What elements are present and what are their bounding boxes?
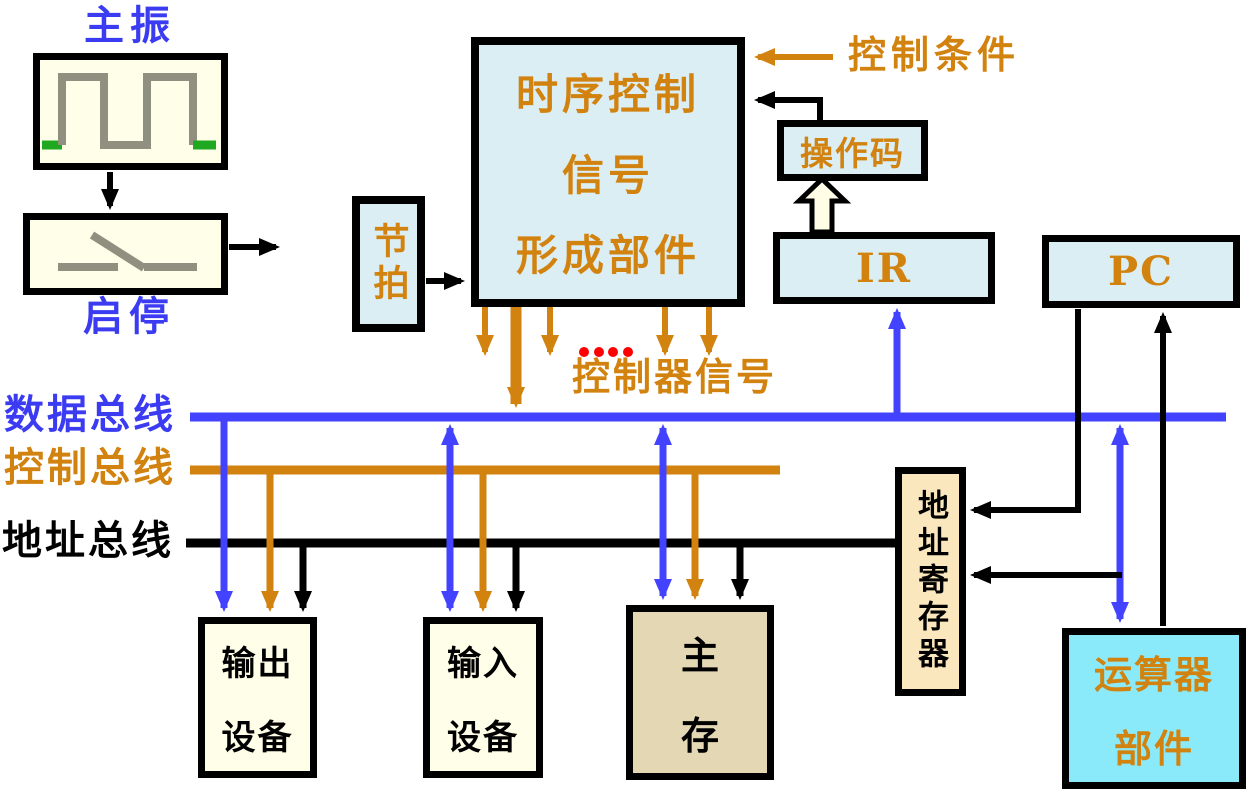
input-device-box: 输入 设备 [423, 617, 543, 778]
alu-line2: 部件 [1113, 725, 1194, 771]
timing-line1: 时序控制 [515, 70, 700, 119]
clock-waveform-icon [42, 73, 216, 150]
address-register-label: 地址寄存器 [912, 489, 948, 674]
start-stop-box [23, 213, 228, 295]
output-device-line1: 输出 [221, 644, 294, 685]
timing-control-box: 时序控制 信号 形成部件 [471, 37, 745, 307]
pc-box: PC [1042, 235, 1240, 308]
address-register-box: 地址寄存器 [895, 467, 966, 696]
input-device-line2: 设备 [447, 717, 519, 758]
switch-icon [58, 231, 197, 272]
output-device-box: 输出 设备 [198, 617, 317, 778]
timing-line2: 信号 [561, 150, 654, 200]
ir-label: IR [856, 244, 912, 292]
main-memory-line2: 存 [680, 713, 719, 759]
alu-line1: 运算器 [1093, 652, 1214, 698]
pc-label: PC [1108, 248, 1174, 295]
beat-box: 节拍 [352, 196, 425, 332]
beat-label: 节拍 [367, 222, 410, 306]
control-condition-label: 控制条件 [848, 32, 1021, 77]
controller-signal-label: 控制器信号 [572, 354, 778, 399]
control-bus-label: 控制总线 [4, 444, 176, 491]
address-bus-label: 地址总线 [2, 517, 174, 564]
pc-to-areg-arrow [970, 309, 1081, 519]
main-memory-line1: 主 [680, 632, 719, 678]
data-bus-label: 数据总线 [4, 391, 176, 438]
main-memory-box: 主 存 [626, 605, 774, 780]
oscillator-label: 主振 [84, 2, 176, 49]
start-stop-label: 启停 [83, 293, 175, 340]
opcode-to-timing-arrow [754, 91, 823, 122]
output-device-line2: 设备 [221, 717, 294, 758]
opcode-label: 操作码 [800, 133, 905, 173]
timing-line3: 形成部件 [515, 231, 700, 280]
ir-box: IR [773, 232, 995, 304]
ellipsis-dots [579, 347, 633, 357]
alu-box: 运算器 部件 [1062, 628, 1246, 789]
opcode-box: 操作码 [777, 120, 928, 181]
input-device-line1: 输入 [447, 644, 519, 685]
oscillator-box [33, 53, 228, 170]
ir-to-opcode-block-arrow [792, 175, 852, 235]
